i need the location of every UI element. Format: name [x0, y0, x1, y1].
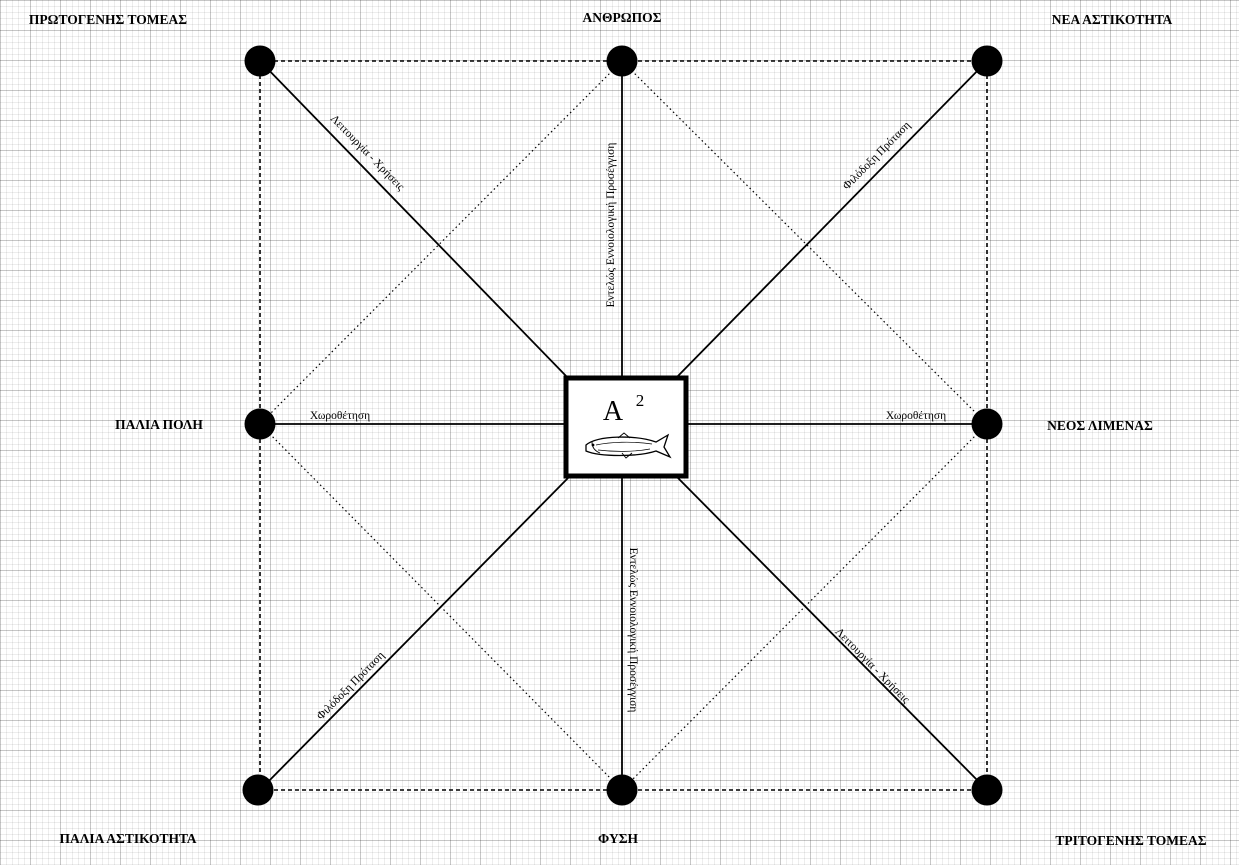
label-bottom-center: ΦΥΣΗ	[598, 831, 639, 846]
label-bottom-right: ΤΡΙΤΟΓΕΝΗΣ ΤΟΜΕΑΣ	[1055, 833, 1206, 848]
node-bottom-left	[243, 775, 274, 806]
edge-label-bottom-left: Φιλόδοξη Πρόταση	[315, 649, 387, 722]
node-top-right	[972, 46, 1003, 77]
node-bottom-right	[972, 775, 1003, 806]
node-top-left	[245, 46, 276, 77]
spoke-bottom-right	[676, 476, 987, 790]
edge-label-top-center: Εντελώς Εννοιολογική Προσέγγιση	[605, 143, 617, 308]
edge-label-middle-right: Χωροθέτηση	[886, 410, 946, 422]
edge-label-top-left: Λειτουργία - Χρήσεις	[328, 113, 407, 194]
label-middle-left: ΠΑΛΙΑ ΠΟΛΗ	[115, 417, 203, 432]
edge-label-middle-left: Χωροθέτηση	[310, 410, 370, 422]
label-top-right: ΝΕΑ ΑΣΤΙΚΟΤΗΤΑ	[1052, 12, 1173, 27]
node-middle-left	[245, 409, 276, 440]
edge-label-bottom-right: Λειτουργία - Χρήσεις	[833, 626, 912, 706]
edge-label-bottom-center: Εντελώς Εννοιολογική Προσέγγιση	[627, 548, 639, 713]
label-top-left: ΠΡΩΤΟΓΕΝΗΣ ΤΟΜΕΑΣ	[29, 12, 187, 27]
label-bottom-left: ΠΑΛΙΑ ΑΣΤΙΚΟΤΗΤΑ	[59, 831, 196, 846]
spoke-top-right	[676, 61, 987, 378]
label-middle-right: ΝΕΟΣ ΛΙΜΕΝΑΣ	[1047, 418, 1153, 433]
node-middle-right	[972, 409, 1003, 440]
node-top-center	[607, 46, 638, 77]
edge-label-top-right: Φιλόδοξη Πρόταση	[841, 119, 913, 192]
center-box: A 2	[566, 378, 686, 476]
center-title: A	[603, 396, 624, 427]
spoke-bottom-left	[260, 476, 570, 790]
node-bottom-center	[607, 775, 638, 806]
label-top-center: ΑΝΘΡΩΠΟΣ	[583, 10, 662, 25]
center-superscript: 2	[636, 391, 645, 410]
spoke-top-left	[260, 61, 568, 378]
